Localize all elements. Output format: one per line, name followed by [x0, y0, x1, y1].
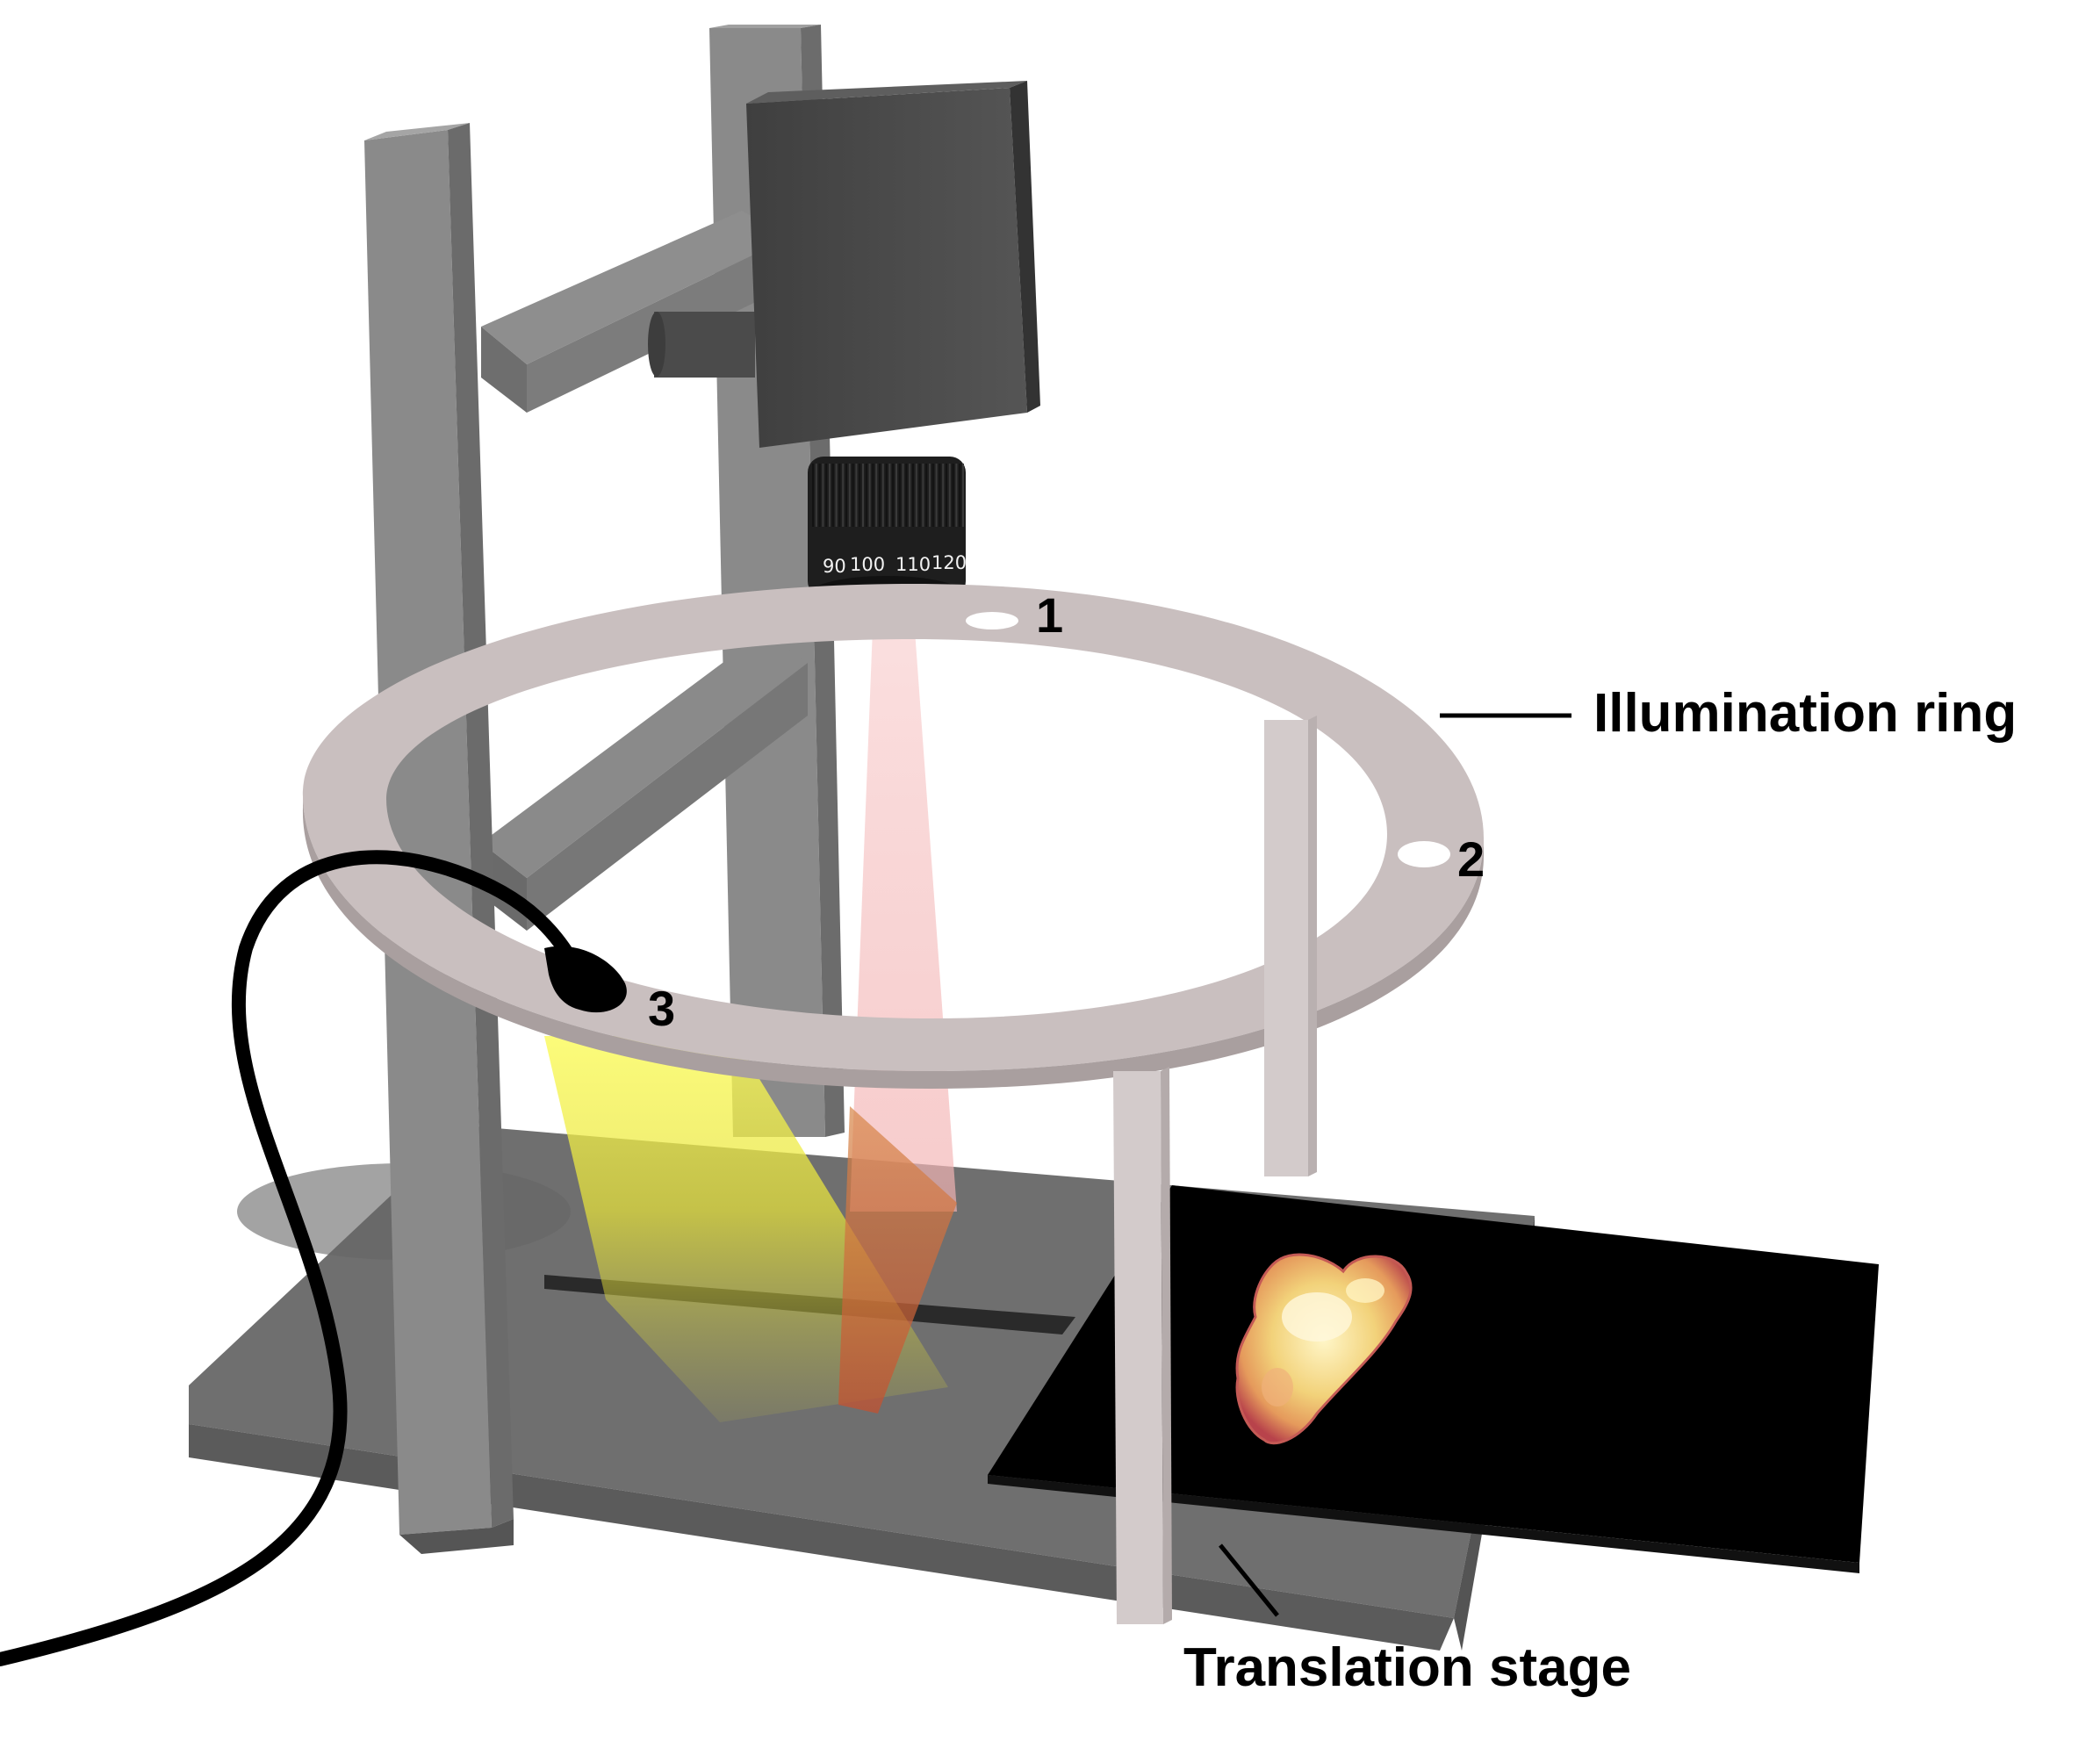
tissue-sample: [1235, 1253, 1413, 1445]
translation-stage-plate: [988, 1185, 1879, 1573]
lens-scale-120: 120: [931, 552, 967, 573]
port-2-hole: [1398, 841, 1450, 867]
ring-support-posts: [1264, 716, 1317, 1176]
labels: 1 2 3 Illumination ring Translation stag…: [648, 587, 2017, 1698]
port-2-label: 2: [1457, 831, 1485, 887]
translation-stage-leader-line: [1219, 1543, 1279, 1617]
lens-scale-110: 110: [895, 554, 931, 575]
illumination-ring-label: Illumination ring: [1593, 683, 2017, 744]
lens-scale: 90 100 110 120: [823, 552, 967, 577]
port-1-hole: [966, 612, 1018, 629]
front-right-post: [1113, 1067, 1172, 1624]
front-left-post: [364, 123, 514, 1554]
lens-scale-100: 100: [850, 554, 885, 575]
fiber-tip: [544, 946, 627, 1013]
camera: [746, 81, 1040, 448]
lens-knurling: [812, 464, 964, 527]
illumination-ring: [302, 584, 1484, 1089]
fiber-optic-cable: [0, 850, 627, 1666]
port-3-label: 3: [648, 981, 675, 1036]
port-1-label: 1: [1036, 587, 1063, 643]
translation-stage-label: Translation stage: [1183, 1637, 1631, 1698]
lens-scale-90: 90: [823, 556, 846, 577]
